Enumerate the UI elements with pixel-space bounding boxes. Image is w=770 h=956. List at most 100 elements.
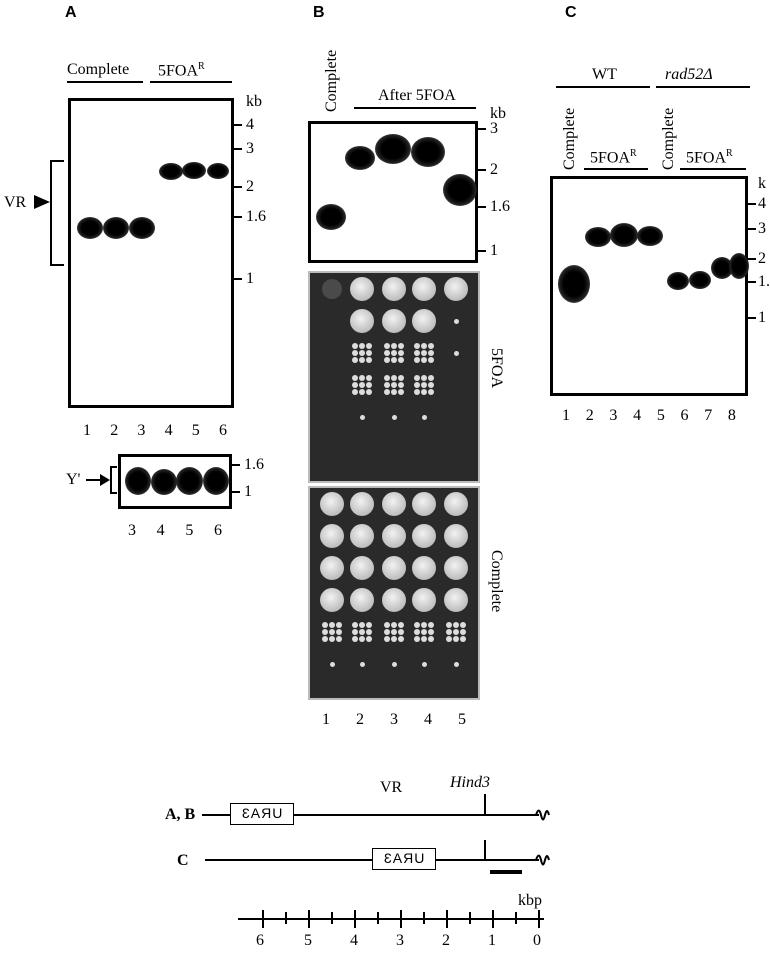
band-b-lane3 [375, 134, 411, 164]
colony [366, 357, 372, 363]
marker-label: 4 [246, 116, 254, 133]
colony [359, 636, 365, 642]
lane-number: 5 [191, 422, 200, 439]
panel-c-foa-underline-rad52 [680, 168, 746, 170]
colony [414, 382, 420, 388]
colony [352, 629, 358, 635]
panel-c-rad52-label: rad52Δ [665, 66, 713, 83]
colony [384, 350, 390, 356]
y-prime-label: Y' [66, 471, 81, 488]
colony [460, 622, 466, 628]
colony [428, 350, 434, 356]
lane-number: 3 [390, 711, 398, 728]
telomere-icon [535, 809, 550, 866]
colony [350, 492, 374, 516]
colony [322, 629, 328, 635]
band-b-lane5 [443, 174, 477, 206]
colony [453, 622, 459, 628]
colony [359, 622, 365, 628]
scale-label: 4 [350, 932, 358, 949]
colony [414, 350, 420, 356]
colony [446, 622, 452, 628]
colony [320, 492, 344, 516]
map-row-c-label: C [177, 852, 189, 869]
colony [421, 382, 427, 388]
colony [384, 382, 390, 388]
colony [366, 629, 372, 635]
band-c-lane6 [689, 271, 711, 289]
lane-number: 1 [322, 711, 330, 728]
scale-tick [469, 912, 471, 924]
panel-c-wt-underline [556, 86, 650, 88]
colony [412, 277, 436, 301]
colony [391, 622, 397, 628]
panel-b-after-underline [354, 107, 476, 109]
colony [421, 629, 427, 635]
marker-label: 2 [758, 250, 766, 267]
ura3-box-c: URA3 [372, 848, 436, 870]
marker-label: 1.6 [244, 456, 264, 473]
band-y-lane4 [151, 469, 177, 495]
colony [398, 382, 404, 388]
colony [428, 636, 434, 642]
tick [748, 258, 756, 260]
panel-b-complete-plate-label: Complete [488, 550, 505, 613]
colony [359, 629, 365, 635]
marker-label: 1.6 [490, 198, 510, 215]
colony [460, 636, 466, 642]
colony [421, 636, 427, 642]
colony [412, 309, 436, 333]
colony [414, 622, 420, 628]
colony [422, 415, 427, 420]
lane-number: 6 [218, 422, 227, 439]
scale-label: 0 [533, 932, 541, 949]
marker-label: 4 [758, 195, 766, 212]
panel-a-lower-lane-numbers: 3 4 5 6 [118, 523, 232, 539]
colony [384, 636, 390, 642]
vr-label: VR [4, 194, 27, 211]
colony [360, 662, 365, 667]
colony [366, 350, 372, 356]
ura3-box-ab: URA3 [230, 803, 294, 825]
lane-number: 5 [458, 711, 466, 728]
lane-number: 7 [704, 407, 713, 424]
marker-label: 1 [244, 483, 252, 500]
band-c-lane5 [667, 272, 689, 290]
colony [428, 622, 434, 628]
colony [382, 524, 406, 548]
colony [329, 622, 335, 628]
colony [360, 415, 365, 420]
panel-c-wt-label: WT [592, 66, 617, 83]
panel-a-lane-numbers: 1 2 3 4 5 6 [75, 423, 235, 439]
band-b-lane4 [411, 137, 445, 167]
colony [454, 351, 459, 356]
colony [336, 622, 342, 628]
lane-number: 6 [680, 407, 689, 424]
lane-number: 5 [185, 522, 194, 539]
colony [460, 629, 466, 635]
colony [444, 277, 468, 301]
colony [352, 350, 358, 356]
colony [398, 375, 404, 381]
colony [391, 343, 397, 349]
scale-tick [285, 912, 287, 924]
tick [234, 278, 242, 280]
scale-label: 2 [442, 932, 450, 949]
colony [414, 375, 420, 381]
band-c-lane2 [585, 227, 611, 247]
colony [428, 389, 434, 395]
colony [414, 357, 420, 363]
lane-number: 5 [656, 407, 665, 424]
colony [412, 492, 436, 516]
colony [320, 556, 344, 580]
colony [350, 556, 374, 580]
tick [748, 317, 756, 319]
colony [320, 524, 344, 548]
colony [391, 375, 397, 381]
colony [329, 636, 335, 642]
band-a-lane6 [207, 163, 229, 179]
lane-number: 4 [164, 422, 173, 439]
panel-c-letter: C [565, 4, 577, 21]
tick [232, 464, 240, 466]
panel-c-foa-label-rad52: 5FOAR [686, 148, 733, 167]
